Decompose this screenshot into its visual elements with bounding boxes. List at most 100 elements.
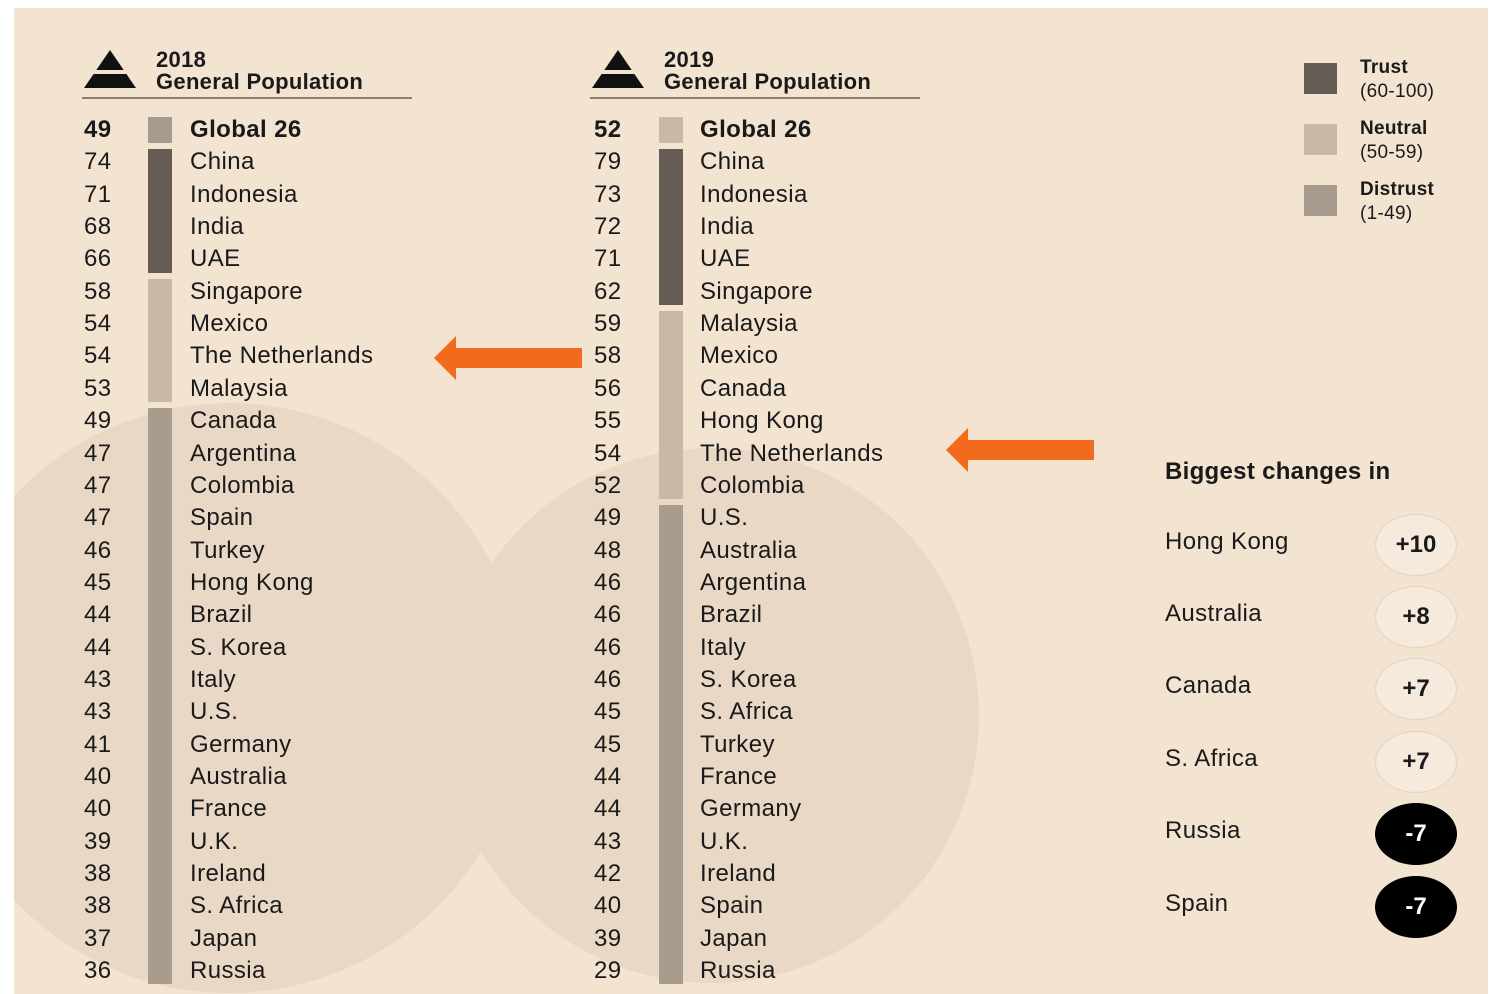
trust-score: 49 bbox=[594, 504, 622, 532]
country-name: Brazil bbox=[190, 601, 253, 629]
change-item: Australia+8 bbox=[1165, 586, 1465, 648]
country-name: France bbox=[700, 763, 778, 790]
country-name: Germany bbox=[190, 730, 292, 758]
country-name: China bbox=[700, 148, 765, 176]
header-rule bbox=[590, 97, 920, 99]
country-name: Turkey bbox=[700, 730, 775, 758]
country-name: Argentina bbox=[700, 568, 807, 596]
trust-score: 46 bbox=[84, 536, 112, 564]
header-subtitle: General Population bbox=[156, 69, 364, 94]
category-bar-neutral bbox=[659, 117, 683, 144]
country-name: Japan bbox=[190, 924, 258, 952]
change-country: Spain bbox=[1165, 890, 1229, 917]
country-name: India bbox=[190, 213, 245, 241]
country-name: Global 26 bbox=[190, 116, 302, 143]
legend-range: (50-59) bbox=[1360, 142, 1424, 163]
change-item: Hong Kong+10 bbox=[1165, 514, 1465, 576]
header-year: 2018 bbox=[156, 47, 207, 72]
trust-score: 47 bbox=[84, 504, 112, 532]
trust-score: 79 bbox=[594, 148, 622, 176]
country-name: UAE bbox=[700, 245, 751, 273]
highlight-arrow-2018 bbox=[434, 336, 582, 380]
trust-score: 38 bbox=[84, 860, 112, 888]
change-item: Canada+7 bbox=[1165, 658, 1465, 720]
trust-score: 40 bbox=[594, 892, 622, 920]
background-circle-left bbox=[14, 403, 524, 993]
trust-score: 52 bbox=[594, 471, 622, 499]
changes-title: Biggest changes in bbox=[1165, 458, 1391, 485]
trust-score: 36 bbox=[84, 957, 112, 985]
country-name: UAE bbox=[190, 245, 241, 273]
category-bar-distrust bbox=[148, 408, 172, 985]
country-name: Germany bbox=[700, 795, 802, 823]
trust-score: 62 bbox=[594, 277, 622, 305]
pyramid-icon bbox=[84, 50, 136, 88]
change-delta-badge: +10 bbox=[1375, 514, 1457, 576]
trust-score: 45 bbox=[594, 730, 622, 758]
trust-score: 40 bbox=[84, 795, 112, 823]
country-name: Indonesia bbox=[700, 180, 808, 208]
trust-score: 37 bbox=[84, 924, 112, 952]
header-subtitle: General Population bbox=[664, 69, 872, 94]
country-name: U.K. bbox=[700, 827, 749, 855]
trust-score: 43 bbox=[84, 698, 112, 726]
trust-score: 45 bbox=[594, 698, 622, 726]
trust-score: 58 bbox=[84, 277, 112, 305]
trust-score: 44 bbox=[84, 601, 112, 629]
country-name: Australia bbox=[190, 763, 287, 790]
trust-score: 48 bbox=[594, 536, 622, 564]
trust-score: 42 bbox=[594, 860, 622, 888]
trust-score: 59 bbox=[594, 310, 622, 338]
country-name: Mexico bbox=[190, 310, 269, 338]
trust-score: 72 bbox=[594, 213, 622, 241]
change-item: Russia -7 bbox=[1165, 803, 1465, 865]
legend-label: Neutral bbox=[1360, 118, 1428, 139]
trust-score: 54 bbox=[594, 439, 622, 467]
country-name: China bbox=[190, 148, 255, 176]
change-item: Spain-7 bbox=[1165, 876, 1465, 938]
country-name: Colombia bbox=[190, 471, 295, 499]
trust-score: 53 bbox=[84, 374, 112, 402]
country-name: Canada bbox=[190, 407, 277, 435]
country-name: Canada bbox=[700, 374, 787, 402]
legend-swatch-distrust bbox=[1304, 185, 1337, 216]
trust-score: 39 bbox=[84, 827, 112, 855]
country-name: Spain bbox=[700, 892, 764, 920]
trust-score: 66 bbox=[84, 245, 112, 273]
trust-score: 44 bbox=[594, 763, 622, 790]
country-name: France bbox=[190, 795, 268, 823]
country-name: U.S. bbox=[190, 698, 239, 726]
country-name: Russia bbox=[700, 957, 776, 985]
country-name: Japan bbox=[700, 924, 768, 952]
trust-score: 71 bbox=[594, 245, 622, 273]
country-name: Argentina bbox=[190, 439, 297, 467]
country-name: Hong Kong bbox=[700, 407, 824, 435]
country-name: S. Korea bbox=[190, 633, 287, 661]
country-name: S. Korea bbox=[700, 665, 797, 693]
legend-label: Distrust bbox=[1360, 179, 1435, 200]
country-name: Ireland bbox=[190, 860, 267, 888]
change-country: Canada bbox=[1165, 672, 1252, 699]
change-delta-badge: -7 bbox=[1375, 803, 1457, 865]
trust-score: 71 bbox=[84, 180, 112, 208]
category-bar-distrust bbox=[148, 117, 172, 144]
country-name: The Netherlands bbox=[700, 439, 884, 467]
country-name: Italy bbox=[700, 633, 747, 661]
background-circle-right bbox=[444, 448, 979, 983]
trust-score: 49 bbox=[84, 407, 112, 435]
country-name: U.S. bbox=[700, 504, 749, 532]
country-name: U.K. bbox=[190, 827, 239, 855]
trust-score: 47 bbox=[84, 471, 112, 499]
trust-score: 58 bbox=[594, 342, 622, 370]
country-name: Spain bbox=[190, 504, 254, 532]
change-country: Russia bbox=[1165, 817, 1241, 844]
country-name: India bbox=[700, 213, 755, 241]
country-name: S. Africa bbox=[190, 892, 283, 920]
category-bar-neutral bbox=[659, 311, 683, 500]
country-name: Indonesia bbox=[190, 180, 298, 208]
country-name: Singapore bbox=[700, 277, 814, 305]
trust-score: 52 bbox=[594, 116, 622, 143]
trust-index-panel: 2018 General Population 2019 General Pop… bbox=[14, 8, 1488, 994]
country-name: Italy bbox=[190, 665, 237, 693]
trust-score: 43 bbox=[594, 827, 622, 855]
